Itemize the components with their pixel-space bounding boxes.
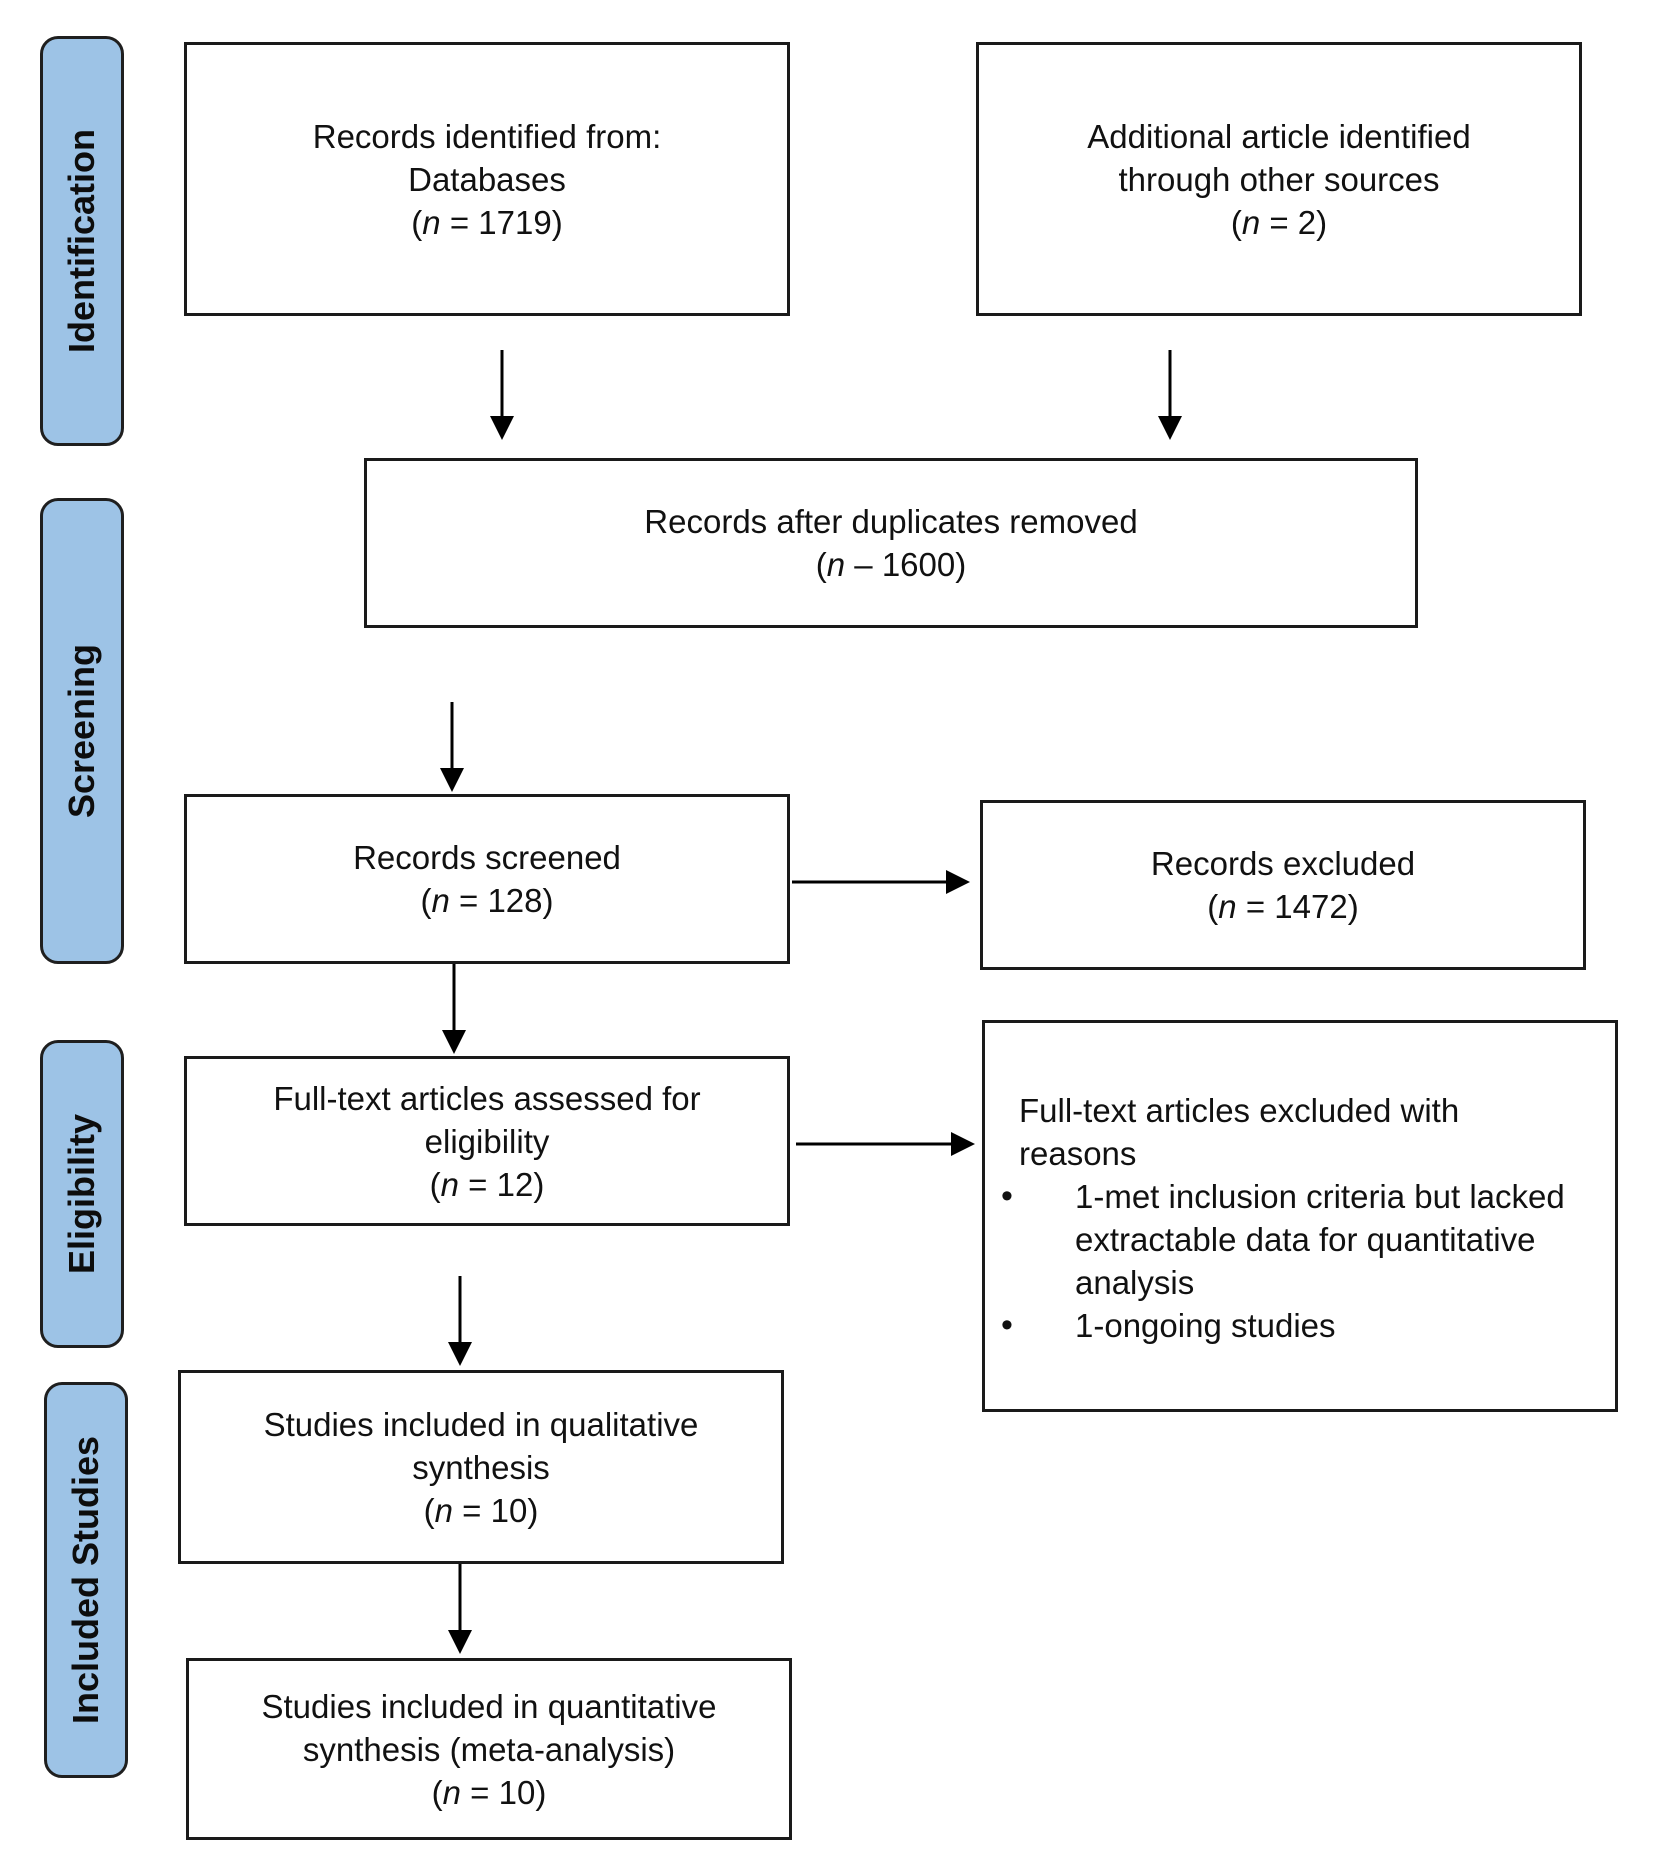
box-quantitative-synthesis: Studies included in quantitative synthes… [186, 1658, 792, 1840]
box-fulltext-excluded-line2: reasons [1019, 1135, 1137, 1172]
box-duplicates-removed-count: (n – 1600) [815, 546, 967, 583]
exclusion-reason-item: 1-ongoing studies [985, 1304, 1595, 1347]
arrow-duplicates-to-screened [440, 702, 464, 792]
phase-identification-label: Identification [61, 129, 102, 353]
box-records-excluded: Records excluded (n = 1472) [980, 800, 1586, 970]
box-fulltext-excluded-line1: Full-text articles excluded with [1019, 1092, 1460, 1129]
arrow-databases-to-duplicates [490, 350, 514, 440]
box-fulltext-assessed: Full-text articles assessed for eligibil… [184, 1056, 790, 1226]
arrow-other-to-duplicates [1158, 350, 1182, 440]
box-records-screened: Records screened (n = 128) [184, 794, 790, 964]
phase-eligibility-label: Eligibility [61, 1113, 102, 1275]
box-duplicates-removed: Records after duplicates removed (n – 16… [364, 458, 1418, 628]
phase-included-studies: Included Studies [44, 1382, 128, 1778]
box-records-screened-line1: Records screened [353, 839, 621, 876]
box-records-excluded-count: (n = 1472) [1207, 888, 1359, 925]
box-records-databases-line2: Databases [408, 160, 566, 198]
arrow-assessed-to-excluded [796, 1132, 975, 1156]
exclusion-reason-item: 1-met inclusion criteria but lacked extr… [985, 1175, 1595, 1304]
phase-screening-label: Screening [61, 643, 102, 819]
phase-screening: Screening [40, 498, 124, 964]
box-fulltext-assessed-count: (n = 12) [429, 1165, 545, 1203]
box-fulltext-assessed-line2: eligibility [424, 1122, 550, 1160]
box-quantitative-line1: Studies included in quantitative [261, 1687, 717, 1725]
box-records-databases-count: (n = 1719) [411, 203, 563, 241]
box-qualitative-line1: Studies included in qualitative [263, 1405, 699, 1443]
box-quantitative-line2: synthesis (meta-analysis) [302, 1730, 676, 1768]
exclusion-reasons-list: 1-met inclusion criteria but lacked extr… [985, 1175, 1595, 1347]
phase-included-label: Included Studies [65, 1435, 106, 1725]
box-qualitative-line2: synthesis [412, 1448, 550, 1486]
arrow-assessed-to-qualitative [448, 1276, 472, 1366]
box-records-excluded-line1: Records excluded [1150, 845, 1416, 882]
phase-identification: Identification [40, 36, 124, 446]
box-qualitative-synthesis: Studies included in qualitative synthesi… [178, 1370, 784, 1564]
box-records-databases-line1: Records identified from: [312, 117, 662, 155]
arrow-screened-to-excluded [792, 870, 970, 894]
box-other-sources-line2: through other sources [1118, 160, 1440, 198]
box-duplicates-removed-line1: Records after duplicates removed [644, 503, 1138, 540]
arrow-screened-to-assessed [442, 964, 466, 1054]
box-other-sources-line1: Additional article identified [1087, 117, 1471, 155]
box-quantitative-count: (n = 10) [431, 1773, 547, 1811]
phase-eligibility: Eligibility [40, 1040, 124, 1348]
box-records-screened-count: (n = 128) [420, 882, 554, 919]
box-fulltext-excluded: Full-text articles excluded with reasons… [982, 1020, 1618, 1412]
box-fulltext-assessed-line1: Full-text articles assessed for [273, 1079, 701, 1117]
arrow-qualitative-to-quantitative [448, 1564, 472, 1654]
box-records-databases: Records identified from: Databases (n = … [184, 42, 790, 316]
box-qualitative-count: (n = 10) [423, 1491, 539, 1529]
box-other-sources-count: (n = 2) [1230, 203, 1328, 241]
box-other-sources: Additional article identified through ot… [976, 42, 1582, 316]
